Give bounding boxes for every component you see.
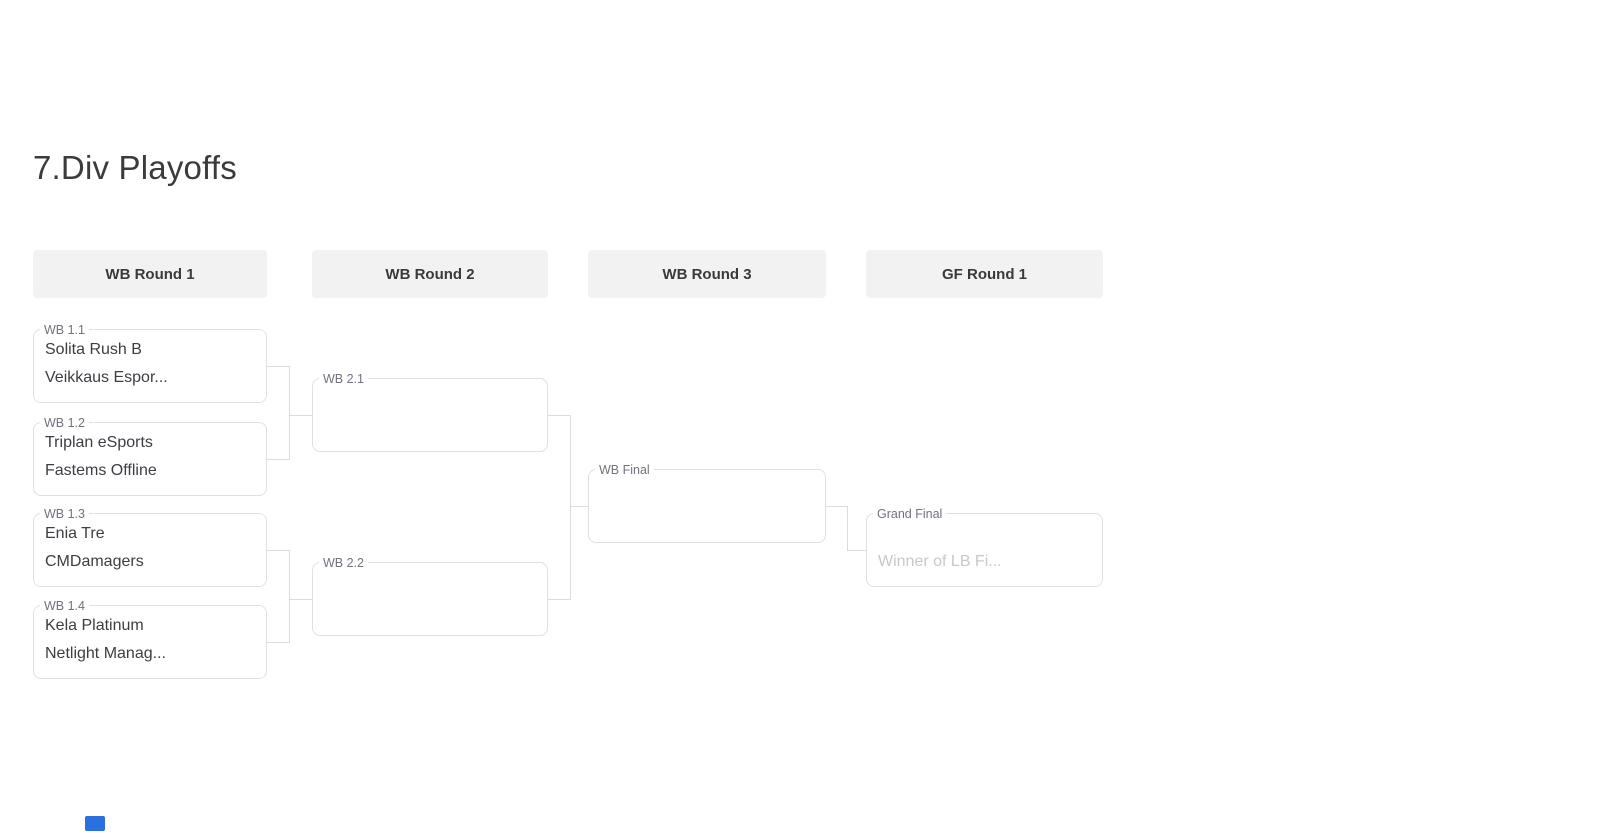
team-slot[interactable] [589, 476, 825, 504]
match-label: WB Final [595, 462, 654, 478]
round-header-wb-round-3: WB Round 3 [588, 250, 826, 298]
team-slot[interactable] [313, 413, 547, 441]
connector-line [289, 599, 312, 600]
team-slot-placeholder[interactable]: Winner of LB Fi... [878, 553, 1002, 570]
team-slot[interactable] [313, 597, 547, 625]
team-slot[interactable] [867, 520, 1102, 548]
blue-indicator[interactable] [85, 816, 105, 831]
match-label: Grand Final [873, 506, 947, 522]
connector-line [570, 506, 588, 507]
connector-line [548, 415, 571, 416]
team-slot[interactable]: Enia Tre [45, 525, 105, 542]
team-slot[interactable]: Solita Rush B [45, 341, 142, 358]
round-header-wb-round-2: WB Round 2 [312, 250, 548, 298]
team-slot[interactable]: Triplan eSports [45, 434, 153, 451]
match-wb-1-4[interactable]: WB 1.4 Kela Platinum Netlight Manag... [33, 598, 267, 679]
connector-line [267, 550, 290, 551]
connector-line [570, 415, 571, 600]
match-wb-2-1[interactable]: WB 2.1 [312, 371, 548, 452]
team-slot[interactable] [589, 504, 825, 532]
team-slot[interactable]: Veikkaus Espor... [45, 369, 168, 386]
round-header-wb-round-1: WB Round 1 [33, 250, 267, 298]
connector-line [267, 366, 290, 367]
connector-line [267, 642, 290, 643]
match-label: WB 2.2 [319, 555, 368, 571]
team-slot[interactable]: Kela Platinum [45, 617, 144, 634]
team-slot[interactable] [313, 569, 547, 597]
match-label: WB 1.4 [40, 598, 89, 614]
match-label: WB 1.2 [40, 415, 89, 431]
match-label: WB 1.1 [40, 322, 89, 338]
match-wb-1-3[interactable]: WB 1.3 Enia Tre CMDamagers [33, 506, 267, 587]
team-slot[interactable]: CMDamagers [45, 553, 144, 570]
match-wb-1-1[interactable]: WB 1.1 Solita Rush B Veikkaus Espor... [33, 322, 267, 403]
round-header-gf-round-1: GF Round 1 [866, 250, 1103, 298]
connector-line [826, 506, 848, 507]
connector-line [289, 550, 290, 643]
team-slot[interactable]: Fastems Offline [45, 462, 157, 479]
connector-line [267, 459, 290, 460]
connector-line [289, 366, 290, 460]
team-slot[interactable] [313, 385, 547, 413]
connector-line [847, 550, 866, 551]
match-grand-final[interactable]: Grand Final Winner of LB Fi... [866, 506, 1103, 587]
team-slot[interactable]: Netlight Manag... [45, 645, 166, 662]
match-wb-1-2[interactable]: WB 1.2 Triplan eSports Fastems Offline [33, 415, 267, 496]
match-label: WB 1.3 [40, 506, 89, 522]
connector-line [847, 506, 848, 551]
connector-line [548, 599, 571, 600]
connector-line [289, 415, 312, 416]
match-label: WB 2.1 [319, 371, 368, 387]
page-title: 7.Div Playoffs [33, 149, 237, 186]
match-wb-final[interactable]: WB Final [588, 462, 826, 543]
match-wb-2-2[interactable]: WB 2.2 [312, 555, 548, 636]
